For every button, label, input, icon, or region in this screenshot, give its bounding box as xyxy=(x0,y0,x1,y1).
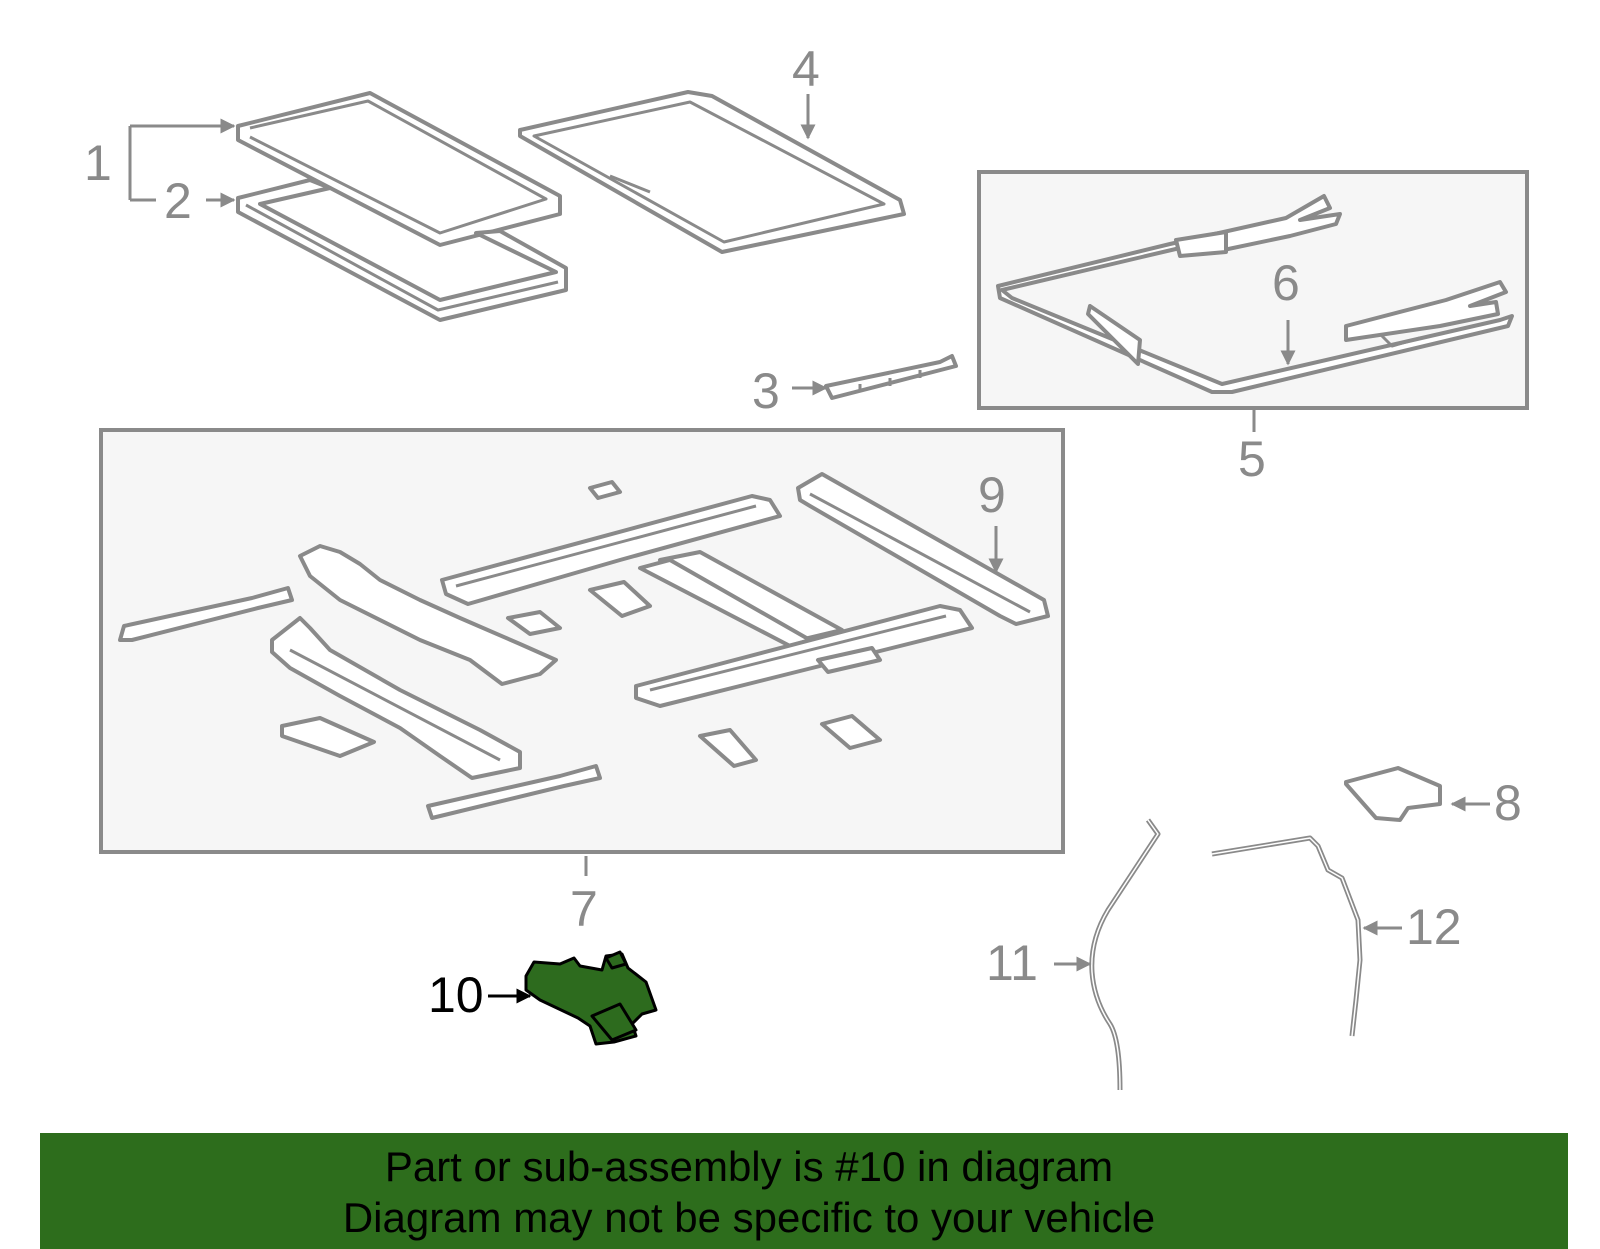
assembly-box-7 xyxy=(99,428,1065,854)
callout-2: 2 xyxy=(164,173,192,229)
part-12-drain-hose[interactable] xyxy=(1211,835,1363,1037)
callout-5: 5 xyxy=(1238,431,1266,487)
callout-9: 9 xyxy=(978,467,1006,523)
diagram-canvas: 1 2 3 4 5 6 7 8 9 10 11 12 xyxy=(84,41,1529,1091)
callout-6: 6 xyxy=(1272,255,1300,311)
callout-11: 11 xyxy=(986,935,1038,991)
part-10-sunroof-motor[interactable] xyxy=(524,950,658,1046)
notice-banner: Part or sub-assembly is #10 in diagram D… xyxy=(40,1133,1568,1249)
callout-3: 3 xyxy=(752,363,780,419)
callout-10: 10 xyxy=(428,967,484,1023)
banner-line-1: Part or sub-assembly is #10 in diagram xyxy=(384,1143,1114,1190)
callout-12: 12 xyxy=(1406,899,1462,955)
callout-7: 7 xyxy=(570,881,598,937)
banner-line-2: Diagram may not be specific to your vehi… xyxy=(342,1194,1156,1241)
callout-1: 1 xyxy=(84,135,112,191)
part-11-drain-hose[interactable] xyxy=(1089,818,1161,1091)
part-4-sunshade[interactable] xyxy=(518,90,906,254)
callout-leaders xyxy=(128,94,1490,1004)
part-2-weatherstrip[interactable] xyxy=(236,178,568,322)
assembly-box-5 xyxy=(977,170,1529,410)
part-3-deflector[interactable] xyxy=(824,354,958,400)
part-8-bracket[interactable] xyxy=(1344,766,1442,822)
callout-4: 4 xyxy=(792,41,820,97)
callout-8: 8 xyxy=(1494,775,1522,831)
